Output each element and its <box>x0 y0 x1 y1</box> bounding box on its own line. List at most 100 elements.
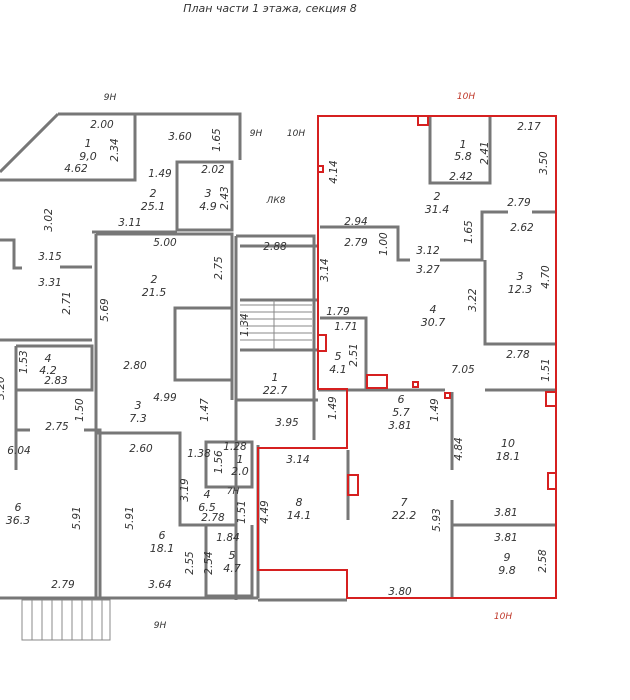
svg-text:4.9: 4.9 <box>199 200 217 213</box>
dimension-label: 3.11 <box>118 217 141 229</box>
svg-text:9,0: 9,0 <box>79 150 97 163</box>
room-u10-5: 54.1 <box>329 350 347 376</box>
svg-text:10: 10 <box>501 437 515 450</box>
room-u7-4: 46.5 <box>198 488 216 514</box>
dimension-label: 1.84 <box>216 532 239 544</box>
room-u10-3: 312.3 <box>508 270 533 296</box>
dimension-label: 5.91 <box>71 506 83 529</box>
walls <box>0 112 556 602</box>
room-labels: 19,0 225.1 34.9 221.5 122.7 44.2 37.3 63… <box>6 137 533 577</box>
svg-text:1: 1 <box>272 371 279 384</box>
dimension-label: 2.43 <box>219 186 231 209</box>
svg-text:9: 9 <box>504 551 511 564</box>
dimension-label: 7.05 <box>451 364 475 376</box>
dimension-label: 5.00 <box>153 237 177 249</box>
unit-marker-9n: 9Н <box>154 621 167 631</box>
dimension-label: 4.49 <box>259 500 271 524</box>
room-u10-4: 430.7 <box>421 303 446 329</box>
dimension-label: 2.88 <box>263 241 287 253</box>
dimension-label: 2.79 <box>507 197 531 209</box>
room-u10-6: 65.7 <box>392 393 410 419</box>
svg-text:22.2: 22.2 <box>392 509 417 522</box>
dimension-label: 3.95 <box>275 417 299 429</box>
dimension-label: 1.49 <box>148 168 172 180</box>
dimension-label: 2.02 <box>201 164 225 176</box>
unit-marker-10n: 10Н <box>494 612 512 622</box>
svg-text:1: 1 <box>460 138 467 151</box>
svg-text:25.1: 25.1 <box>141 200 166 213</box>
svg-text:6: 6 <box>398 393 405 406</box>
dimension-label: 2.51 <box>348 343 360 366</box>
stairs <box>21 300 312 641</box>
dimension-label: 2.55 <box>184 551 196 575</box>
dimension-label: 3.14 <box>286 454 309 466</box>
svg-text:6: 6 <box>15 501 22 514</box>
unit-marker-10n: 10Н <box>287 129 305 139</box>
plan-title: План части 1 этажа, секция 8 <box>183 2 357 15</box>
room-u10-9: 99.8 <box>498 551 516 577</box>
svg-text:1: 1 <box>85 137 92 150</box>
room-u7-1: 12.0 <box>231 453 249 478</box>
dimension-label: 3.27 <box>416 264 440 276</box>
dimension-label: 2.75 <box>213 256 225 280</box>
dimension-label: 4.70 <box>540 265 552 289</box>
svg-text:2.0: 2.0 <box>231 465 249 478</box>
dimension-label: 2.54 <box>203 551 215 574</box>
dimension-label: 1.49 <box>429 398 441 422</box>
dimension-label: 3.19 <box>179 478 191 502</box>
dimension-label: 4.62 <box>64 163 88 175</box>
dimension-label: 2.34 <box>109 138 121 161</box>
dimension-label: 2.58 <box>537 549 549 573</box>
room-u9-6a: 636.3 <box>6 501 31 527</box>
dimension-label: 3.15 <box>38 251 62 263</box>
dimension-label: 3.20 <box>0 376 7 400</box>
svg-text:4: 4 <box>45 352 52 365</box>
room-u10-7: 722.2 <box>392 496 417 522</box>
room-u10-2: 231.4 <box>425 190 450 216</box>
svg-text:4: 4 <box>430 303 437 316</box>
svg-text:3: 3 <box>135 399 142 412</box>
svg-text:6: 6 <box>159 529 166 542</box>
dimension-label: 2.62 <box>510 222 534 234</box>
unit-10n-outline[interactable] <box>257 115 557 599</box>
dimension-label: 1.65 <box>211 128 223 152</box>
dimension-label: 3.81 <box>388 420 411 432</box>
svg-text:1: 1 <box>237 453 244 466</box>
dimension-label: 2.79 <box>51 579 75 591</box>
svg-text:7: 7 <box>401 496 408 509</box>
dimension-label: 2.78 <box>506 349 530 361</box>
room-u9-2a: 225.1 <box>141 187 166 213</box>
dimension-label: 5.91 <box>124 506 136 529</box>
dimension-label: 3.80 <box>388 586 412 598</box>
svg-text:18.1: 18.1 <box>496 450 521 463</box>
svg-text:2: 2 <box>434 190 441 203</box>
room-u9-3a: 34.9 <box>199 187 217 213</box>
dimension-label: 1.28 <box>223 441 247 453</box>
dimension-label: 6.04 <box>7 445 30 457</box>
dimension-label: 1.50 <box>74 398 86 422</box>
dimension-label: 4.99 <box>153 392 177 404</box>
dimension-label: 1.71 <box>334 321 357 333</box>
dimension-label: 2.17 <box>517 121 541 133</box>
unit-marker-10n: 10Н <box>457 92 475 102</box>
room-u9-2b: 221.5 <box>142 273 167 299</box>
dimension-label: 4.84 <box>453 437 465 460</box>
svg-text:5: 5 <box>335 350 342 363</box>
dimension-label: 2.41 <box>479 141 491 164</box>
dimension-label: 2.75 <box>45 421 69 433</box>
unit-marker-9n: 9Н <box>250 129 263 139</box>
red-columns <box>317 115 557 496</box>
dimension-label: 3.02 <box>43 208 55 232</box>
dimension-label: 2.80 <box>123 360 147 372</box>
room-u10-8: 814.1 <box>287 496 312 522</box>
svg-text:5: 5 <box>229 549 236 562</box>
dimension-label: 3.64 <box>148 579 171 591</box>
svg-text:9.8: 9.8 <box>498 564 516 577</box>
dimension-label: 1.51 <box>540 358 552 381</box>
room-u9-4: 44.2 <box>39 352 57 377</box>
svg-text:31.4: 31.4 <box>425 203 450 216</box>
dimension-label: 1.49 <box>327 396 339 420</box>
svg-text:5.8: 5.8 <box>454 150 472 163</box>
svg-text:4.7: 4.7 <box>223 562 241 575</box>
